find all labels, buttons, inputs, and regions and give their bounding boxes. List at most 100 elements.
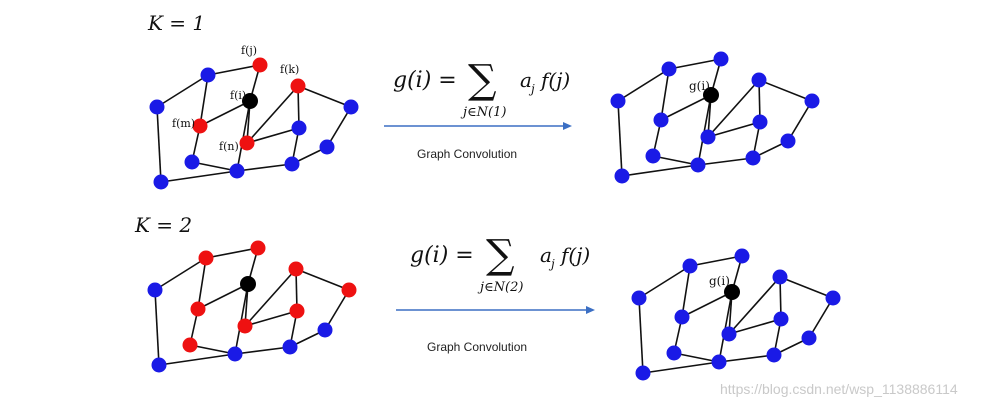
k1-in-node-M <box>284 156 300 172</box>
k1-in-edge-B-C <box>207 64 261 76</box>
k1-out-edge-F-E <box>758 79 813 102</box>
k1-in-edge-K-L <box>160 170 238 183</box>
k2-out-edge-K-L <box>642 361 720 374</box>
k2-out-node-D <box>724 284 740 300</box>
formula-k2-rhs-tail: f(j) <box>559 243 590 267</box>
k2-in-node-K <box>151 357 167 373</box>
k1-out-edge-B-C <box>668 58 722 70</box>
k2-in-node-J <box>182 337 198 353</box>
node-label-gi-k2: g(i) <box>709 274 730 288</box>
node-label-fm: f(m) <box>172 117 195 130</box>
k2-in-node-I <box>289 303 305 319</box>
k1-in-edge-H-I <box>246 127 300 144</box>
watermark-text: https://blog.csdn.net/wsp_1138886114 <box>720 381 958 397</box>
k2-out-edge-L-M <box>718 354 775 363</box>
k2-in-edge-B-C <box>205 247 259 259</box>
k1-out-node-A <box>610 93 626 109</box>
k1-in-edge-A-B <box>156 74 209 108</box>
k1-in-edge-N-F <box>326 106 352 148</box>
formula-k2-rhs-sub: j <box>548 257 555 271</box>
k1-out-node-C <box>713 51 729 67</box>
k2-in-edge-J-L <box>189 344 236 355</box>
k1-in-node-H <box>239 135 255 151</box>
k2-in-edge-K-L <box>158 353 236 366</box>
k1-out-edge-L-M <box>697 157 754 166</box>
formula-k2-subscript: j∈N(2) <box>477 280 523 295</box>
k1-in-node-C <box>252 57 268 73</box>
formula-k2-rhs: a <box>540 243 552 267</box>
k2-out-edge-D-L <box>718 291 733 363</box>
k2-in-node-L <box>227 346 243 362</box>
k2-out-node-N <box>801 330 817 346</box>
k1-out-node-D <box>703 87 719 103</box>
k1-in-node-L <box>229 163 245 179</box>
formula-k2-sum: ∑ <box>486 232 515 278</box>
k2-in-node-A <box>147 282 163 298</box>
k2-out-edge-N-F <box>808 297 834 339</box>
k1-out-node-G <box>653 112 669 128</box>
graph-k1-input <box>149 57 359 190</box>
k2-out-edge-B-G <box>681 265 691 318</box>
k2-out-node-B <box>682 258 698 274</box>
k2-out-node-M <box>766 347 782 363</box>
k2-in-edge-D-G <box>197 283 249 310</box>
k2-label: K = 2 <box>134 213 192 237</box>
k2-in-edge-A-K <box>154 289 160 366</box>
k2-in-edge-N-F <box>324 289 350 331</box>
k1-in-node-D <box>242 93 258 109</box>
k1-out-edge-N-F <box>787 100 813 142</box>
k1-in-edge-D-G <box>199 100 251 127</box>
k2-out-node-J <box>666 345 682 361</box>
k1-in-edge-E-H <box>246 85 299 144</box>
graph-k2-input <box>147 240 357 373</box>
k2-in-edge-D-L <box>234 283 249 355</box>
k1-out-edge-H-I <box>707 121 761 138</box>
node-label-fj: f(j) <box>241 44 257 57</box>
k2-out-node-L <box>711 354 727 370</box>
k2-out-edge-F-E <box>779 276 834 299</box>
k2-in-edge-H-I <box>244 310 298 327</box>
k1-in-edge-F-E <box>297 85 352 108</box>
graph-k1-output <box>610 51 820 184</box>
k2-in-node-N <box>317 322 333 338</box>
k1-in-node-E <box>290 78 306 94</box>
k2-in-node-F <box>341 282 357 298</box>
formula-k1-sum: ∑ <box>468 57 497 103</box>
k2-in-node-M <box>282 339 298 355</box>
k1-in-node-J <box>184 154 200 170</box>
k2-out-node-K <box>635 365 651 381</box>
formula-k1-subscript: j∈N(1) <box>460 105 506 120</box>
formula-k1-rhs-sub: j <box>528 82 535 96</box>
node-label-fk: f(k) <box>280 63 299 76</box>
k2-in-node-E <box>288 261 304 277</box>
k1-out-node-M <box>745 150 761 166</box>
k1-in-edge-B-G <box>199 74 209 127</box>
k1-out-edge-B-G <box>660 68 670 121</box>
k1-out-edge-D-G <box>660 94 712 121</box>
k1-out-edge-E-H <box>707 79 760 138</box>
k1-in-node-A <box>149 99 165 115</box>
formula-k1: g(i) = ∑ j∈N(1) a j f(j) <box>393 57 570 120</box>
k1-out-node-L <box>690 157 706 173</box>
arrow-k1-caption: Graph Convolution <box>417 147 517 161</box>
k1-out-edge-K-L <box>621 164 699 177</box>
k2-in-node-G <box>190 301 206 317</box>
k1-in-node-N <box>319 139 335 155</box>
k1-out-edge-D-L <box>697 94 712 166</box>
arrow-k2-caption: Graph Convolution <box>427 340 527 354</box>
k2-out-edge-E-H <box>728 276 781 335</box>
graph-k2-output <box>631 248 841 381</box>
k1-out-node-I <box>752 114 768 130</box>
k1-in-node-K <box>153 174 169 190</box>
k2-in-node-D <box>240 276 256 292</box>
k2-out-edge-J-L <box>673 352 720 363</box>
k1-out-edge-J-L <box>652 155 699 166</box>
k2-out-edge-A-B <box>638 265 691 299</box>
k2-out-node-H <box>721 326 737 342</box>
k2-out-node-E <box>772 269 788 285</box>
arrow-k1-head <box>563 122 572 130</box>
k2-in-node-C <box>250 240 266 256</box>
formula-k2-lhs: g(i) = <box>410 243 474 268</box>
k1-out-node-E <box>751 72 767 88</box>
k2-in-edge-B-G <box>197 257 207 310</box>
